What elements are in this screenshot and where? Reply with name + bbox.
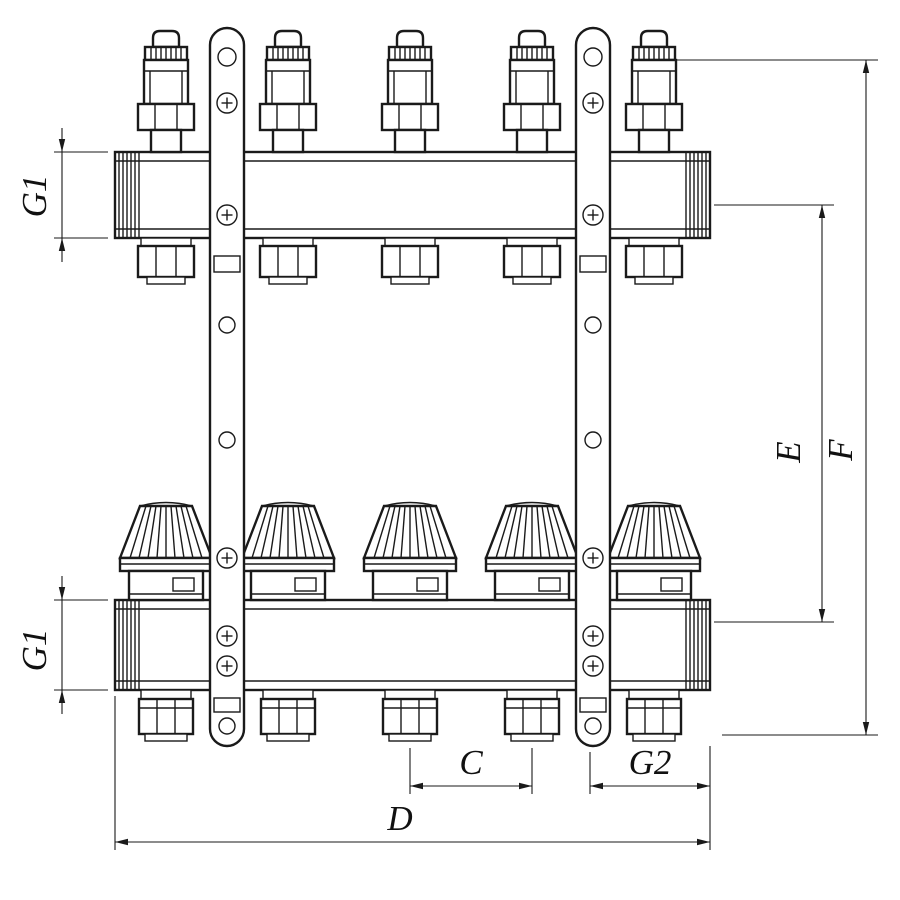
dimension-label-c: C — [459, 743, 483, 782]
top-outlet-union — [258, 236, 318, 286]
thermostatic-valve-head — [606, 501, 702, 602]
flow-meter-valve — [258, 29, 318, 154]
flow-meter-valve — [624, 29, 684, 154]
top-outlet-union — [624, 236, 684, 286]
bottom-outlet-union — [503, 688, 561, 743]
thermostatic-valve-head — [240, 501, 336, 602]
thermostatic-valve-head — [484, 501, 580, 602]
dimensions: G1 G1 E F — [15, 59, 878, 850]
dimension-label-e: E — [769, 441, 808, 463]
dimension-g1-top: G1 — [15, 128, 108, 262]
dimension-label-d: D — [386, 799, 412, 838]
dimension-g2: G2 — [589, 743, 710, 794]
bottom-outlet-union — [625, 688, 683, 743]
dimension-label-g1-bottom: G1 — [15, 629, 54, 672]
thermostatic-valve-head — [362, 501, 458, 602]
bottom-manifold-bar — [113, 598, 712, 692]
bottom-outlet-union — [381, 688, 439, 743]
thermostatic-valve-head — [118, 501, 214, 602]
flow-meter-valve — [380, 29, 440, 154]
dimension-g1-bottom: G1 — [15, 576, 108, 714]
dimension-label-g2: G2 — [629, 743, 672, 782]
flow-meter-valve — [502, 29, 562, 154]
dimension-label-g1-top: G1 — [15, 175, 54, 218]
bottom-outlet-union — [259, 688, 317, 743]
dimension-f: F — [676, 59, 878, 736]
dimension-d: D — [114, 696, 711, 850]
top-outlet-union — [380, 236, 440, 286]
flow-meter-valve — [136, 29, 196, 154]
dimension-e: E — [714, 204, 834, 623]
top-outlet-union — [136, 236, 196, 286]
mounting-bracket-left — [210, 28, 244, 746]
top-manifold-bar — [113, 150, 712, 240]
top-manifold-assembly — [113, 29, 712, 286]
bottom-outlet-union — [137, 688, 195, 743]
dimension-label-f: F — [821, 439, 860, 462]
top-outlet-union — [502, 236, 562, 286]
mounting-bracket-right — [576, 28, 610, 746]
dimension-c: C — [409, 743, 533, 794]
bottom-manifold-assembly — [113, 501, 712, 743]
